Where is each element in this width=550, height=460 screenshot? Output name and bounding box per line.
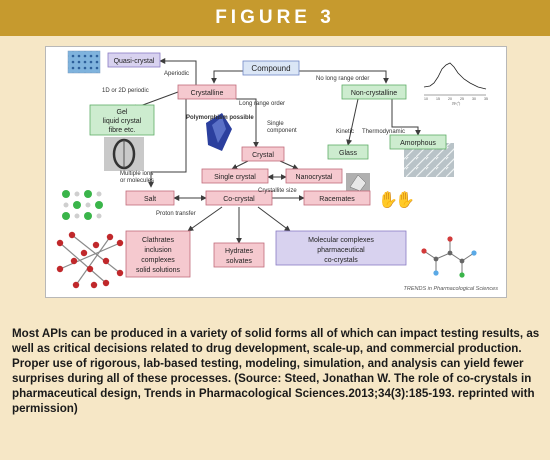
- node-nanocrystal-label: Nanocrystal: [296, 174, 333, 181]
- diagram-panel: 10 15 20 25 30 35 2θ (°) ✋ ✋: [45, 46, 507, 298]
- xrd-tick: 30: [472, 97, 476, 101]
- xrd-tick: 10: [424, 97, 428, 101]
- node-glass-label: Glass: [339, 150, 357, 157]
- hands-icon: ✋ ✋: [378, 190, 415, 209]
- xrd-tick: 25: [460, 97, 464, 101]
- label-long-range: Long range order: [239, 101, 285, 107]
- arrow-noncrystalline-amorphous: [391, 99, 421, 136]
- node-single-crystal: Single crystal: [201, 168, 269, 184]
- node-clathrates-line: complexes: [141, 257, 175, 264]
- xrd-tick: 35: [484, 97, 488, 101]
- xrd-axis-label: 2θ (°): [452, 102, 461, 106]
- diagram-arrows: [131, 58, 421, 244]
- salt-lattice-image: [62, 190, 103, 220]
- svg-text:✋: ✋: [378, 190, 398, 209]
- arrow-crystalline-crystal: [236, 98, 259, 148]
- arrow-crystalline-quasi: [159, 58, 197, 85]
- nanocrystal-image: [346, 173, 370, 193]
- quasi-crystal-image: [67, 50, 101, 74]
- arrow-crystal-single: [231, 160, 249, 170]
- label-no-long-range: No long range order: [316, 76, 369, 82]
- label-proton-transfer: Proton transfer: [156, 211, 196, 217]
- node-gel-line: liquid crystal: [103, 118, 142, 125]
- node-single-crystal-label: Single crystal: [214, 174, 256, 181]
- node-gel-line: Gel: [117, 109, 128, 116]
- node-crystalline: Crystalline: [177, 84, 237, 100]
- label-aperiodic: Aperiodic: [164, 71, 189, 77]
- node-hydrates: Hydrates solvates: [213, 242, 265, 268]
- label-single-component: component: [267, 128, 297, 134]
- node-compound-label: Compound: [251, 64, 290, 73]
- label-multiple-ions: Multiple ions: [120, 171, 153, 177]
- label-kinetic: Kinetic: [336, 129, 354, 135]
- node-quasi-crystal: Quasi-crystal: [107, 52, 161, 68]
- arrow-compound-crystalline: [211, 70, 243, 84]
- svg-text:✋: ✋: [395, 190, 415, 209]
- label-periodic: 1D or 2D periodic: [102, 88, 149, 94]
- label-thermodynamic: Thermodynamic: [362, 129, 405, 135]
- xrd-pattern-chart: 10 15 20 25 30 35 2θ (°): [423, 62, 488, 106]
- node-compound: Compound: [242, 60, 300, 76]
- node-non-crystalline: Non-crystalline: [341, 84, 407, 100]
- label-polymorphism: Polymorphism possible: [186, 115, 254, 121]
- blue-crystal-image: [206, 113, 232, 151]
- node-non-crystalline-label: Non-crystalline: [351, 90, 397, 97]
- node-salt-label: Salt: [144, 196, 156, 203]
- figure-caption: Most APIs can be produced in a variety o…: [12, 327, 540, 415]
- molecule-structure-image: [421, 236, 477, 278]
- node-racemates-label: Racemates: [319, 196, 355, 203]
- node-molecular-complexes: Molecular complexes pharmaceutical co-cr…: [275, 230, 407, 266]
- source-credit: TRENDS in Pharmacological Sciences: [404, 286, 499, 292]
- gel-micrograph-image: [104, 137, 144, 171]
- node-co-crystal: Co-crystal: [205, 190, 273, 206]
- arrow-cocrystal-molecular: [257, 206, 291, 232]
- xrd-tick: 15: [436, 97, 440, 101]
- node-racemates: Racemates: [303, 190, 371, 206]
- label-multiple-ions: or molecules: [120, 178, 154, 184]
- xrd-tick: 20: [448, 97, 452, 101]
- arrow-cocrystal-clathrates: [187, 206, 223, 232]
- node-molecular-line: pharmaceutical: [317, 247, 365, 254]
- node-salt: Salt: [125, 190, 175, 206]
- node-clathrates-line: inclusion: [144, 247, 171, 254]
- solid-forms-diagram: 10 15 20 25 30 35 2θ (°) ✋ ✋: [56, 50, 499, 292]
- node-gel: Gel liquid crystal fibre etc.: [89, 104, 155, 136]
- node-hydrates-line: Hydrates: [225, 248, 254, 255]
- node-clathrates: Clathrates inclusion complexes solid sol…: [125, 230, 191, 278]
- arrow-crystalline-salt: [148, 99, 187, 188]
- node-glass: Glass: [327, 144, 369, 160]
- node-co-crystal-label: Co-crystal: [223, 196, 255, 203]
- node-crystal: Crystal: [241, 146, 285, 162]
- node-amorphous-label: Amorphous: [400, 140, 436, 147]
- node-hydrates-line: solvates: [226, 258, 252, 265]
- node-molecular-line: Molecular complexes: [308, 237, 374, 244]
- node-quasi-crystal-label: Quasi-crystal: [114, 58, 155, 65]
- node-crystalline-label: Crystalline: [191, 90, 224, 97]
- node-nanocrystal: Nanocrystal: [285, 168, 343, 184]
- node-amorphous: Amorphous: [389, 134, 447, 150]
- arrow-crystal-nano: [279, 160, 299, 170]
- node-molecular-line: co-crystals: [324, 257, 358, 264]
- arrow-compound-noncrystalline: [299, 70, 389, 84]
- label-crystallite-size: Crystallite size: [258, 188, 297, 194]
- node-gel-line: fibre etc.: [109, 127, 136, 134]
- label-single-component: Single: [267, 121, 284, 127]
- arrow-noncrystalline-glass: [346, 98, 359, 146]
- node-clathrates-line: solid solutions: [136, 267, 180, 274]
- clathrate-structure-image: [56, 231, 124, 289]
- node-crystal-label: Crystal: [252, 152, 274, 159]
- node-clathrates-line: Clathrates: [142, 237, 174, 244]
- figure-title: FIGURE 3: [0, 0, 550, 36]
